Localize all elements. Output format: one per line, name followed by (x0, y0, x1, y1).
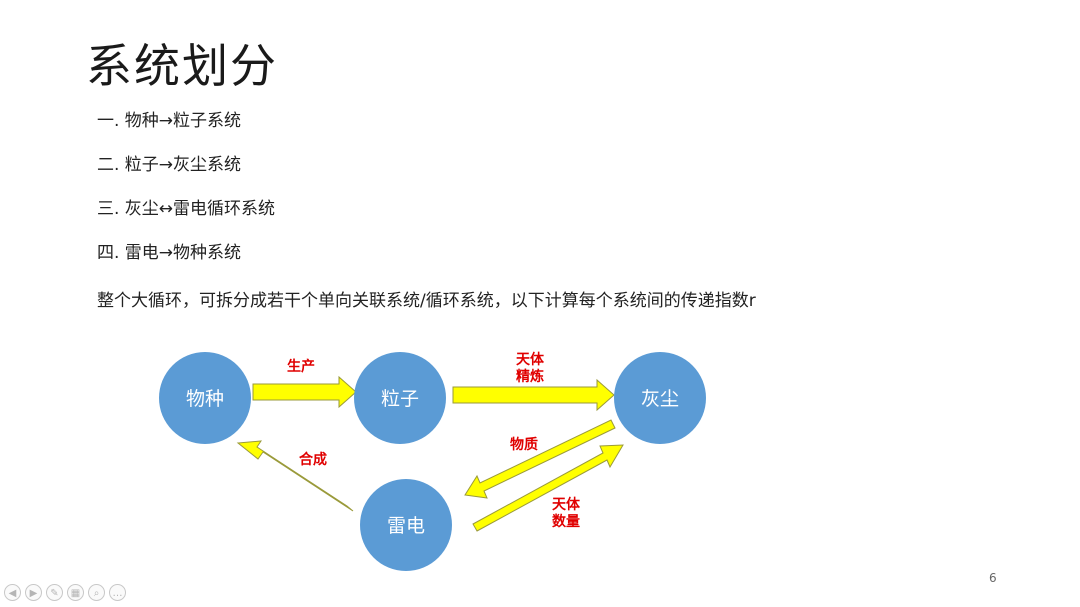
slides-icon[interactable]: ▦ (67, 584, 84, 601)
prev-icon[interactable]: ◀ (4, 584, 21, 601)
node-thunder (360, 479, 452, 571)
pen-icon[interactable]: ✎ (46, 584, 63, 601)
arrow-species-to-particle (252, 375, 357, 409)
slideshow-controls: ◀ ▶ ✎ ▦ ⌕ … (4, 584, 126, 601)
summary-text: 整个大循环，可拆分成若干个单向关联系统/循环系统，以下计算每个系统间的传递指数r (97, 291, 756, 311)
next-icon[interactable]: ▶ (25, 584, 42, 601)
page-number: 6 (989, 571, 997, 585)
node-dust (614, 352, 706, 444)
more-icon[interactable]: … (109, 584, 126, 601)
list-item: 四. 雷电→物种系统 (97, 243, 242, 263)
arrow-particle-to-dust (452, 378, 615, 412)
node-particle-label: 粒子 (381, 388, 419, 410)
edge-label-matter: 物质 (510, 436, 538, 453)
edge-label-refine-line1: 天体 (516, 351, 545, 368)
node-species-label: 物种 (186, 388, 224, 410)
list-item: 三. 灰尘↔雷电循环系统 (97, 199, 276, 219)
list-item: 二. 粒子→灰尘系统 (97, 155, 242, 175)
system-list: 一. 物种→粒子系统 二. 粒子→灰尘系统 三. 灰尘↔雷电循环系统 四. 雷电… (97, 110, 275, 286)
arrow-thunder-to-species (236, 440, 354, 512)
edge-label-quantity-line1: 天体 (552, 496, 581, 513)
edge-label-synthesize: 合成 (299, 451, 327, 468)
edge-label-produce: 生产 (287, 358, 315, 375)
list-item: 一. 物种→粒子系统 (97, 111, 242, 131)
node-species (159, 352, 251, 444)
node-particle (354, 352, 446, 444)
slide-title: 系统划分 (86, 39, 278, 93)
node-thunder-label: 雷电 (387, 515, 425, 537)
node-dust-label: 灰尘 (641, 388, 679, 410)
zoom-icon[interactable]: ⌕ (88, 584, 105, 601)
edge-label-refine-line2: 精炼 (516, 368, 544, 385)
arrow-thunder-to-dust (472, 444, 624, 532)
edge-label-quantity-line2: 数量 (552, 513, 580, 530)
arrow-dust-to-thunder (464, 419, 616, 499)
